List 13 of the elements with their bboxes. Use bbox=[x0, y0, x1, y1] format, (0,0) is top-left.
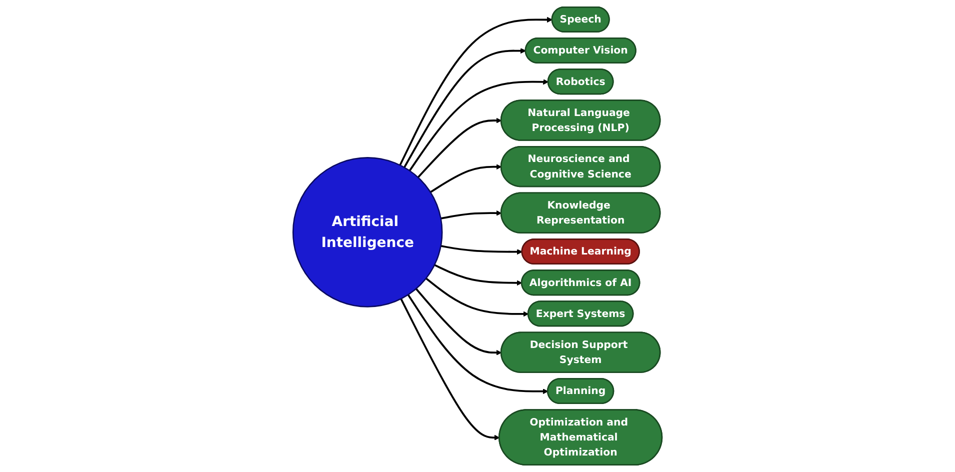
arrow bbox=[408, 79, 549, 172]
arrow bbox=[404, 48, 526, 168]
arrow bbox=[425, 278, 529, 317]
arrow bbox=[399, 16, 552, 166]
arrow bbox=[417, 118, 502, 178]
arrow bbox=[430, 164, 502, 193]
arrow bbox=[440, 245, 522, 255]
arrow bbox=[440, 210, 502, 220]
node-circle: Artificial Intelligence bbox=[292, 157, 443, 308]
arrow bbox=[407, 294, 548, 394]
arrow bbox=[415, 288, 502, 356]
arrow bbox=[434, 264, 522, 286]
arrow bbox=[400, 298, 500, 440]
